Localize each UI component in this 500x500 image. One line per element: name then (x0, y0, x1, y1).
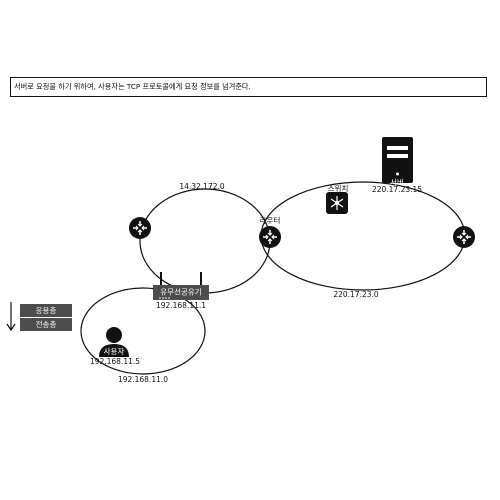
network-label-bottom-left: 192.168.11.0 (118, 375, 168, 384)
network-label-right: 220.17.23.0 (333, 290, 379, 299)
network-14-32-172-0 (139, 188, 271, 294)
server: 서버 (382, 137, 413, 187)
server-icon (382, 137, 413, 183)
user-icon (106, 327, 122, 343)
wireless-router-icon (153, 285, 209, 300)
network-220-17-23-0 (260, 181, 466, 291)
server-ip: 220.17.23.15 (372, 185, 422, 194)
user-ip: 192.168.11.5 (90, 357, 140, 366)
router-icon (453, 226, 475, 248)
application-layer-label: 응용층 (20, 304, 72, 317)
transport-layer-label: 전송층 (20, 318, 72, 331)
arrow-head-icon (6, 323, 16, 332)
network-192-168-11-0 (80, 287, 206, 375)
router-right (453, 226, 475, 248)
router-icon (129, 217, 151, 239)
router-label: 라우터 (260, 216, 281, 225)
switch-label: 스위치 (328, 184, 349, 193)
server-label: 서버 (390, 177, 404, 187)
description-banner: 서버로 요청을 하기 위하여, 사용자는 TCP 프로토콜에게 요청 정보를 넘… (10, 77, 487, 97)
network-label-top-left: 14.32.172.0 (179, 182, 225, 191)
wireless-router-label: 유무선공유기 (160, 288, 201, 297)
router-icon (259, 226, 281, 248)
wireless-router: 유무선공유기 (153, 272, 209, 300)
router-left (129, 217, 151, 239)
wireless-router-ip: 192.168.11.1 (156, 301, 206, 310)
user-label: 사용자 (104, 347, 125, 356)
user: 사용자 (99, 327, 129, 357)
router-center (259, 226, 281, 248)
switch (326, 192, 348, 214)
